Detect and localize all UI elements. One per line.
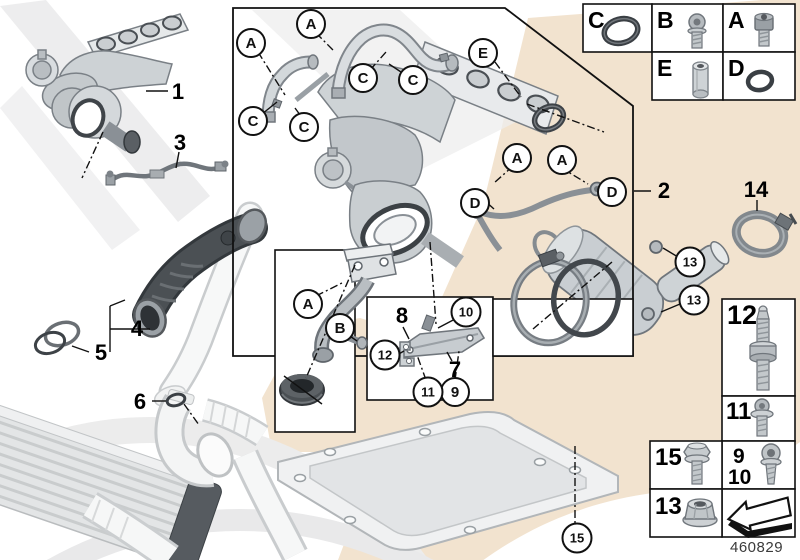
label-part-7[interactable]: 7 xyxy=(448,357,462,382)
legend-sleeve-e xyxy=(692,61,709,99)
label-part-2[interactable]: 2 xyxy=(657,178,671,203)
callout-d[interactable]: D xyxy=(460,188,490,218)
part-bolt-15 xyxy=(683,442,711,485)
gray-arc-bottom-center xyxy=(46,509,434,560)
part-vband-clamp xyxy=(510,248,621,347)
sensor-boss-upper xyxy=(649,240,663,254)
part-stud-12 xyxy=(749,305,777,391)
white-pipe-bottom-left xyxy=(82,492,179,560)
callout-13[interactable]: 13 xyxy=(674,246,706,278)
callout-c[interactable]: C xyxy=(348,63,378,93)
label-part-1[interactable]: 1 xyxy=(171,79,185,104)
label-part-4[interactable]: 4 xyxy=(130,316,144,341)
leader-lines-dashdot xyxy=(81,32,613,524)
label-part-14[interactable]: 14 xyxy=(743,177,769,202)
part-turbo-manifold-1 xyxy=(25,13,190,154)
part-manifold-turbo-center xyxy=(294,40,559,268)
o-ring-5 xyxy=(33,330,67,356)
o-ring-6 xyxy=(165,392,187,408)
legend-cell-e[interactable] xyxy=(651,51,724,101)
part-charge-hose-4 xyxy=(33,208,268,356)
nav-arrow-icon xyxy=(726,496,792,538)
part-clip-12 xyxy=(399,341,415,367)
box-label-9[interactable]: 9 xyxy=(733,445,745,468)
gray-swoosh-left2 xyxy=(0,86,140,250)
box-label-10[interactable]: 10 xyxy=(728,466,752,489)
hose-clamp-5 xyxy=(43,320,81,348)
callout-10[interactable]: 10 xyxy=(450,296,482,328)
part-flange-nut-13 xyxy=(682,498,718,528)
part-screw-9-10 xyxy=(760,443,782,485)
box-label-11[interactable]: 11 xyxy=(726,398,752,425)
main-diagram-box xyxy=(232,7,634,357)
legend-label-b[interactable]: B xyxy=(657,7,674,33)
box-label-13[interactable]: 13 xyxy=(655,493,682,520)
label-part-5[interactable]: 5 xyxy=(94,340,108,365)
white-elbow-pipe xyxy=(154,388,269,488)
callout-a[interactable]: A xyxy=(502,143,532,173)
callout-9[interactable]: 9 xyxy=(440,377,470,407)
gray-arc-bottom-left xyxy=(0,417,429,560)
legend-label-a[interactable]: A xyxy=(728,7,745,33)
callout-12[interactable]: 12 xyxy=(369,339,401,371)
part-oil-line-3 xyxy=(105,160,229,186)
legend-label-c[interactable]: C xyxy=(588,7,605,33)
document-number: 460829 xyxy=(730,539,784,556)
legend-socket-bolt-a xyxy=(754,12,774,47)
part-support-bracket-7 xyxy=(396,314,486,367)
legend-torx-bolt-b xyxy=(687,13,707,49)
legend-cell-b[interactable] xyxy=(651,3,724,53)
callout-15[interactable]: 15 xyxy=(561,522,593,554)
callout-a[interactable]: A xyxy=(296,9,326,39)
callout-a[interactable]: A xyxy=(293,289,323,319)
label-part-6[interactable]: 6 xyxy=(133,389,147,414)
coolant-pipes xyxy=(261,23,459,123)
manifold-o-ring xyxy=(531,103,567,133)
callout-d[interactable]: D xyxy=(597,177,627,207)
white-pipe-center-bottom xyxy=(232,449,308,560)
label-part-8[interactable]: 8 xyxy=(395,303,409,328)
callout-e[interactable]: E xyxy=(468,38,498,68)
sensor-boss-lower xyxy=(641,307,655,321)
legend-o-ring-c xyxy=(601,15,641,47)
box-label-12[interactable]: 12 xyxy=(727,300,758,330)
callout-11[interactable]: 11 xyxy=(412,376,444,408)
callout-a[interactable]: A xyxy=(236,28,266,58)
legend-label-d[interactable]: D xyxy=(728,55,745,81)
callout-13[interactable]: 13 xyxy=(678,284,710,316)
callout-c[interactable]: C xyxy=(238,106,268,136)
callout-b[interactable]: B xyxy=(325,313,355,343)
part-hose-clamp-14 xyxy=(731,210,798,258)
box-label-15[interactable]: 15 xyxy=(655,444,682,471)
part-bolt-11 xyxy=(750,398,774,437)
heat-shield-plate xyxy=(277,411,619,551)
callout-c[interactable]: C xyxy=(398,65,428,95)
callout-c[interactable]: C xyxy=(289,112,319,142)
callout-a[interactable]: A xyxy=(547,145,577,175)
legend-o-ring-d xyxy=(745,69,775,93)
legend-label-e[interactable]: E xyxy=(657,55,673,81)
label-part-3[interactable]: 3 xyxy=(173,130,187,155)
